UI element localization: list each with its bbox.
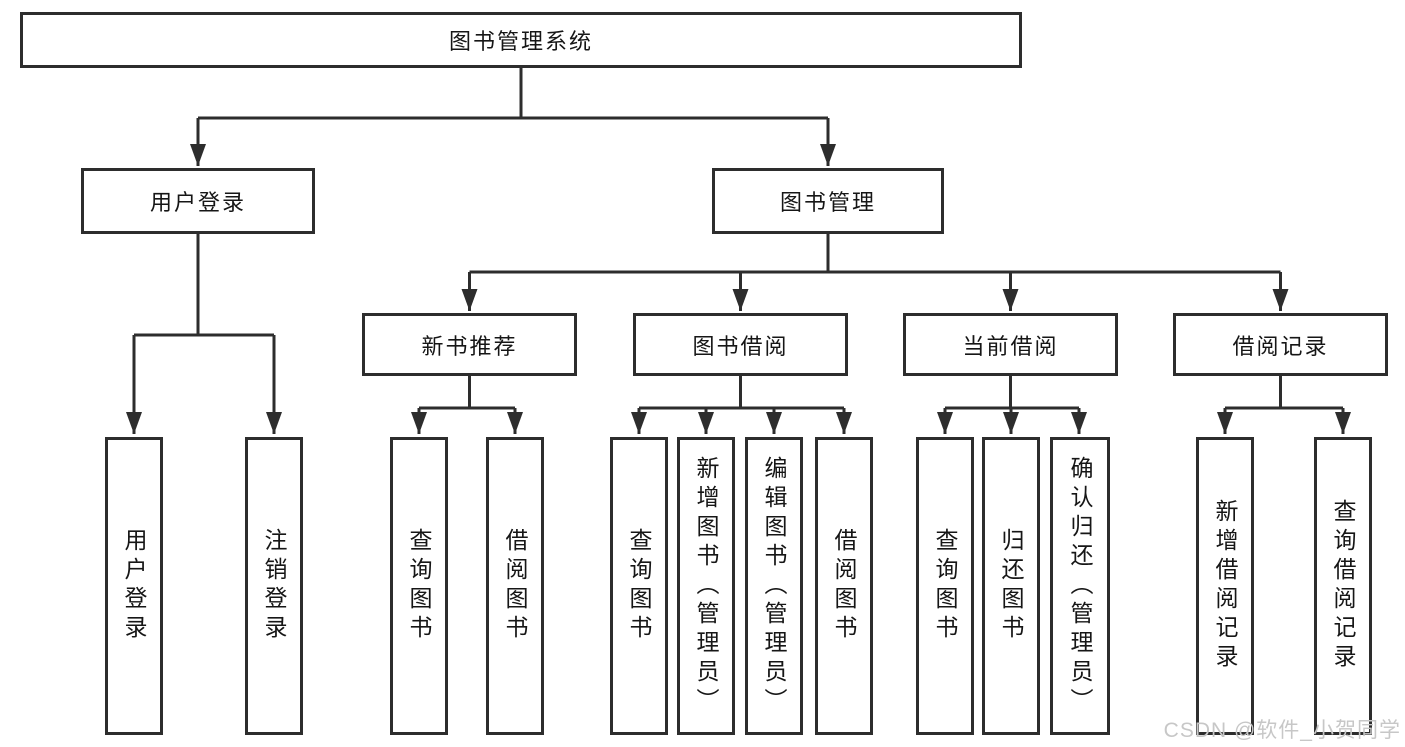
node-book-management: 图书管理	[712, 168, 944, 234]
leaf-add-borrow-record: 新增借阅记录	[1196, 437, 1254, 735]
node-user-login: 用户登录	[81, 168, 315, 234]
leaf-user-login: 用户登录	[105, 437, 163, 735]
leaf-search-books-current: 查询图书	[916, 437, 974, 735]
node-current-borrowing: 当前借阅	[903, 313, 1118, 376]
leaf-search-borrow-record: 查询借阅记录	[1314, 437, 1372, 735]
leaf-edit-book-admin: 编辑图书（管理员）	[745, 437, 803, 735]
leaf-borrow-books-borrowing: 借阅图书	[815, 437, 873, 735]
node-new-book-recommendation: 新书推荐	[362, 313, 577, 376]
leaf-search-books-recommend: 查询图书	[390, 437, 448, 735]
node-book-borrowing: 图书借阅	[633, 313, 848, 376]
leaf-borrow-books-recommend: 借阅图书	[486, 437, 544, 735]
leaf-logout: 注销登录	[245, 437, 303, 735]
leaf-add-book-admin: 新增图书（管理员）	[677, 437, 735, 735]
leaf-confirm-return-admin: 确认归还（管理员）	[1050, 437, 1110, 735]
node-root: 图书管理系统	[20, 12, 1022, 68]
node-borrowing-records: 借阅记录	[1173, 313, 1388, 376]
leaf-search-books-borrowing: 查询图书	[610, 437, 668, 735]
csdn-watermark: CSDN @软件_小贺同学	[1163, 719, 1401, 742]
leaf-return-book: 归还图书	[982, 437, 1040, 735]
